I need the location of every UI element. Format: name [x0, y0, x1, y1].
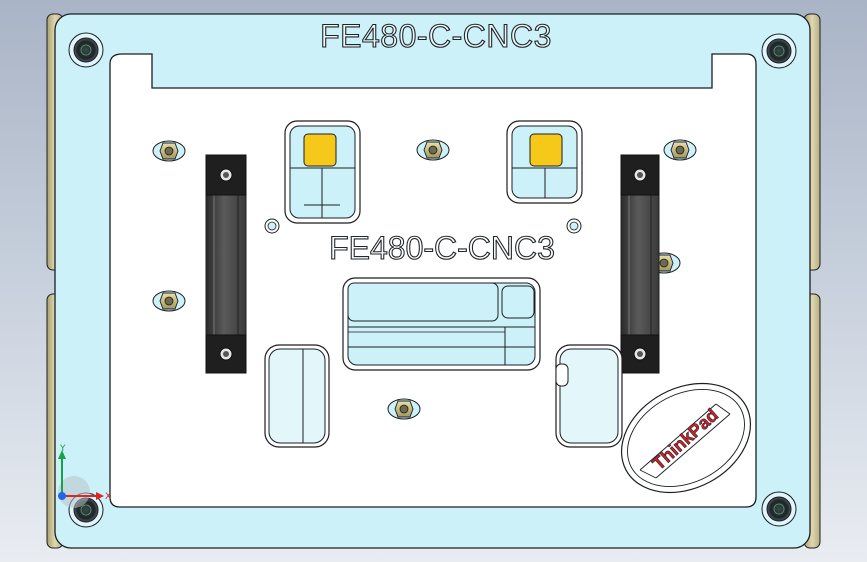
- corner-screw-top-right[interactable]: [761, 33, 797, 69]
- clamp-nut-bottom-center[interactable]: [387, 398, 421, 420]
- clamp-nut-mid-left[interactable]: [152, 290, 186, 312]
- right-pad-pocket[interactable]: [506, 120, 583, 204]
- left-pad-pocket[interactable]: [284, 120, 361, 224]
- left-clamp-bar[interactable]: [205, 154, 247, 374]
- clamp-nut-top-center[interactable]: [416, 139, 450, 161]
- locating-hole-left[interactable]: [264, 218, 280, 234]
- right-clamp-bar[interactable]: [620, 154, 660, 374]
- right-yellow-pad[interactable]: [529, 133, 563, 167]
- x-axis-label: X: [105, 492, 111, 502]
- thinkpad-logo-pocket[interactable]: ThinkPad: [602, 362, 769, 514]
- coordinate-triad: Y X: [58, 444, 111, 508]
- bottom-right-slot[interactable]: [555, 344, 623, 448]
- y-axis-label: Y: [59, 444, 66, 454]
- clamp-nut-top-left[interactable]: [152, 140, 186, 162]
- clamp-nut-top-right[interactable]: [663, 139, 697, 161]
- locating-hole-right[interactable]: [566, 218, 582, 234]
- corner-screw-top-left[interactable]: [68, 32, 104, 68]
- center-pocket[interactable]: [342, 277, 541, 371]
- top-engraving: FE480-C-CNC3: [320, 18, 552, 54]
- center-engraving: FE480-C-CNC3: [329, 230, 555, 266]
- bottom-left-slot[interactable]: [264, 344, 330, 448]
- corner-screw-bottom-right[interactable]: [761, 491, 797, 527]
- left-yellow-pad[interactable]: [303, 133, 337, 167]
